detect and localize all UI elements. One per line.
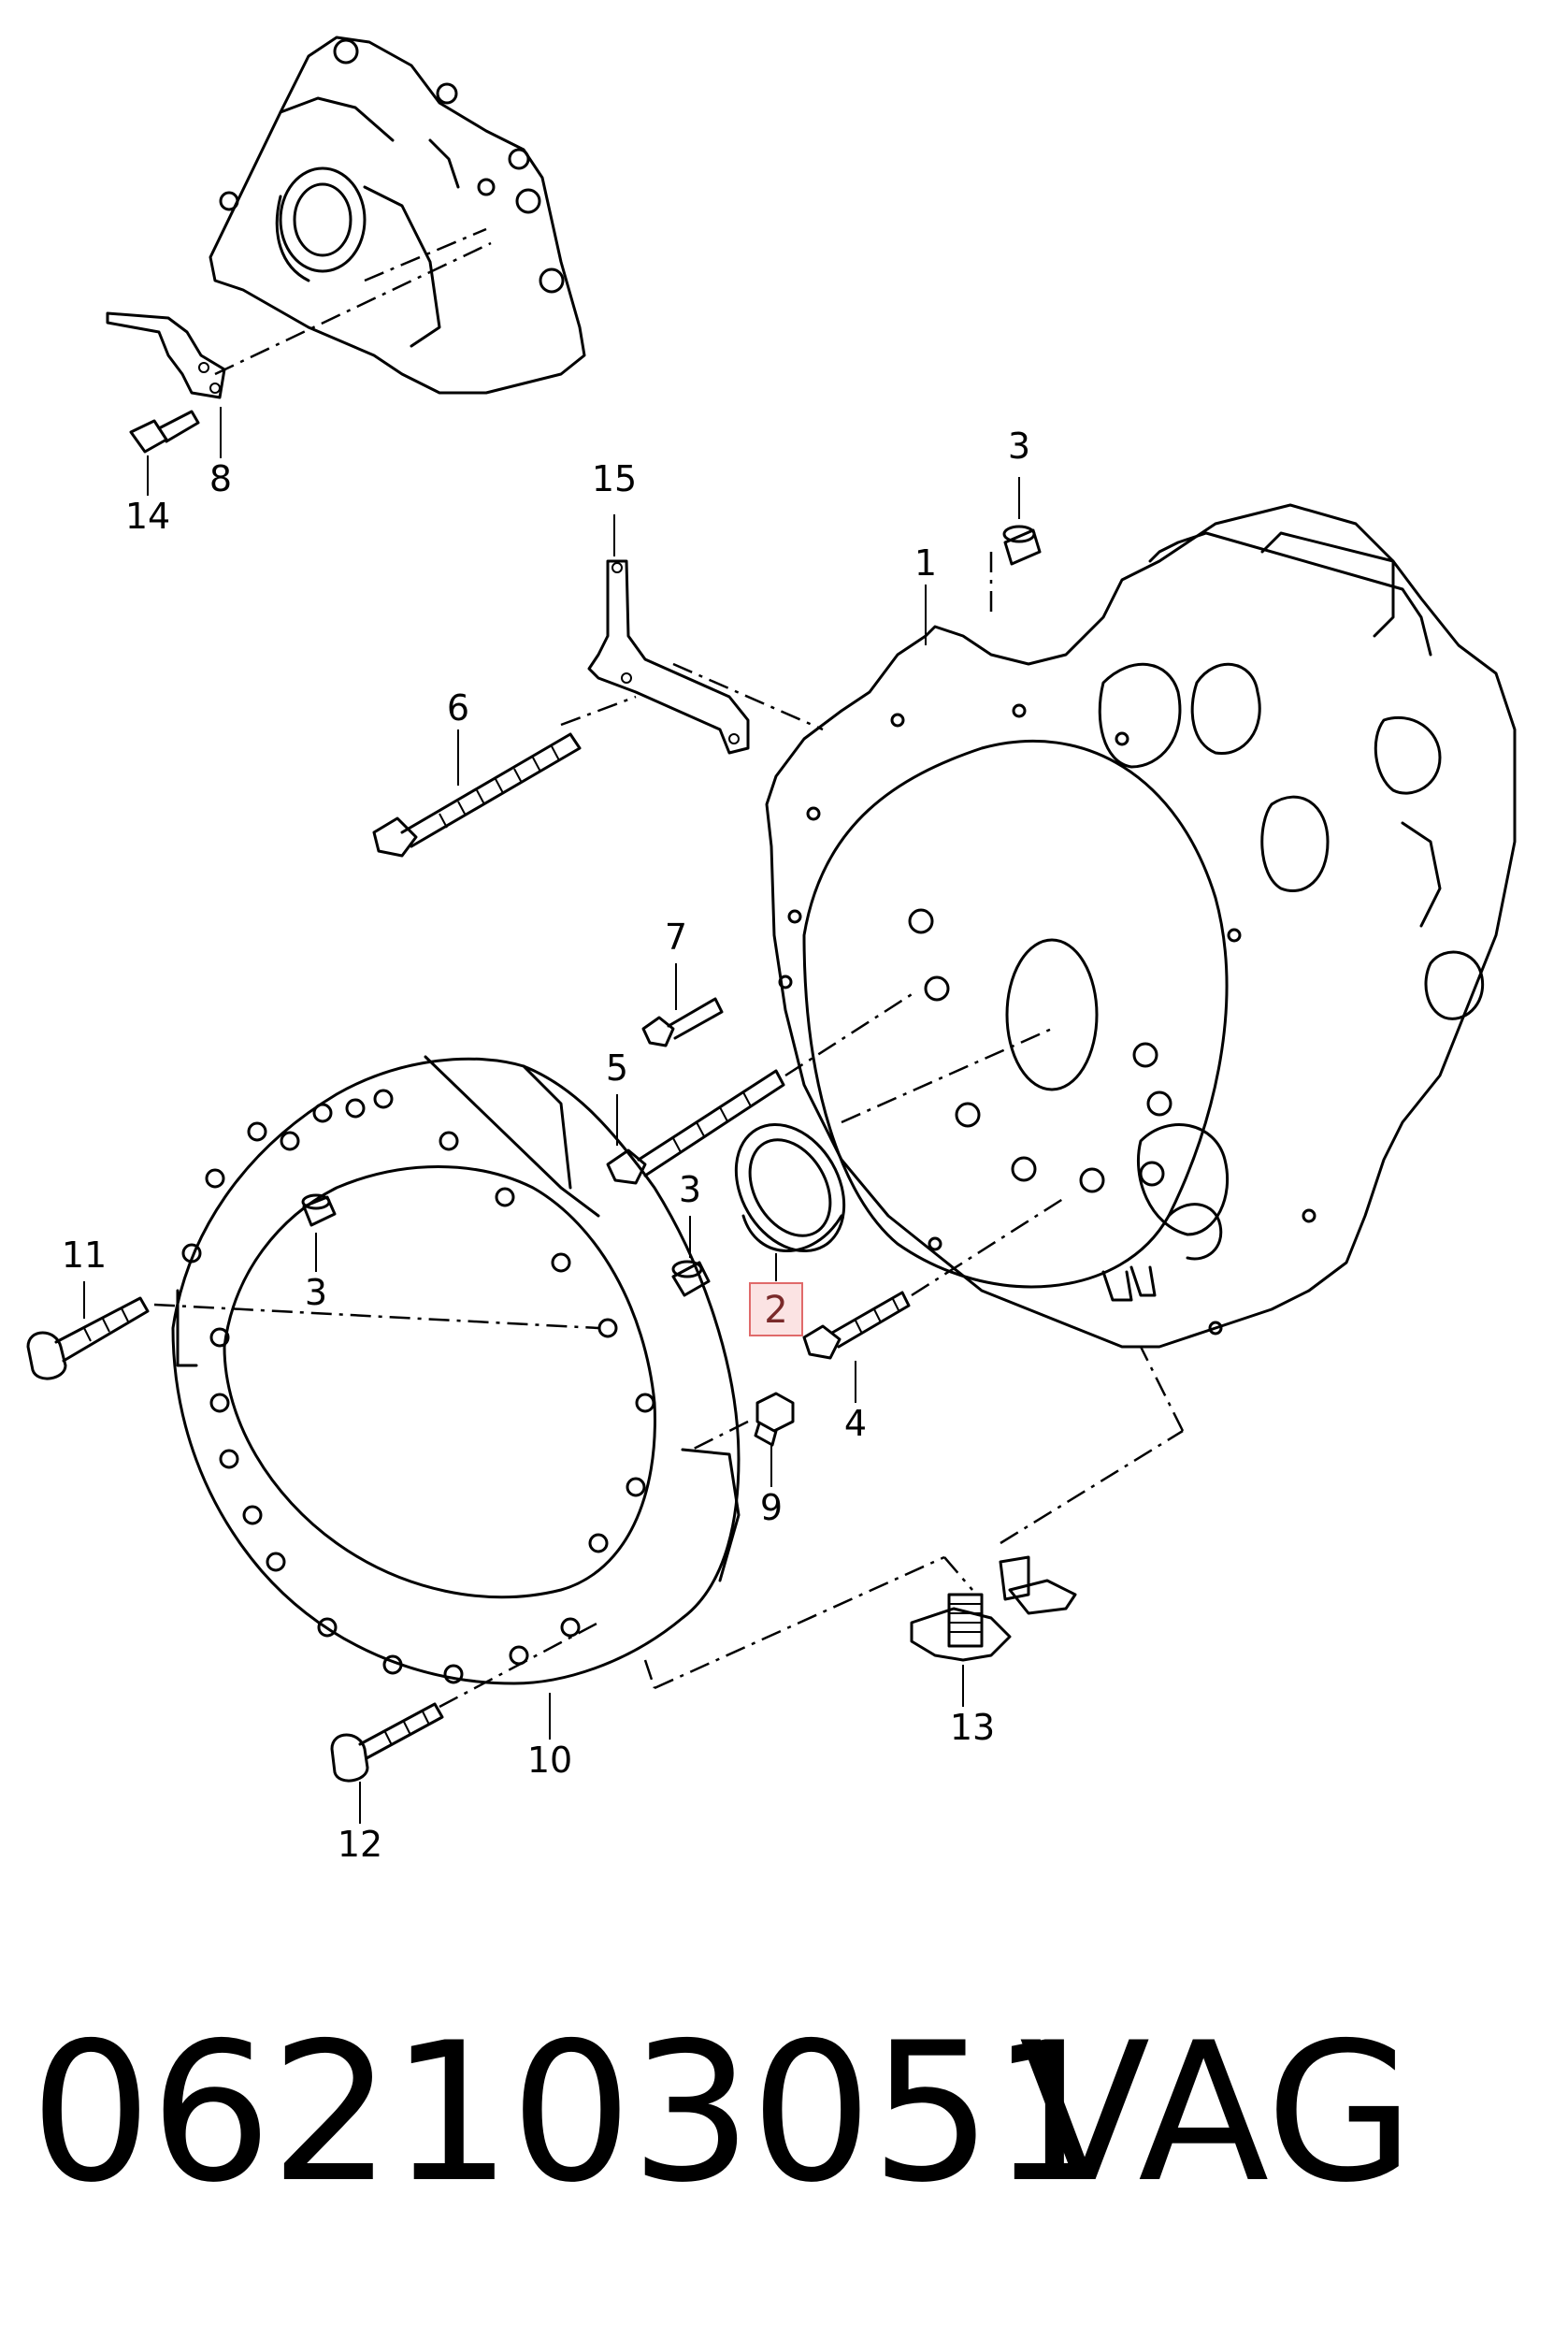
dowel-sleeve-part-3-ring xyxy=(301,1193,337,1227)
rear-cover-part xyxy=(209,36,586,395)
adapter-ring-part-10 xyxy=(171,1055,741,1685)
label-9: 9 xyxy=(760,1487,783,1528)
plug-part-9 xyxy=(754,1392,795,1447)
label-4: 4 xyxy=(844,1403,867,1444)
label-14: 14 xyxy=(125,496,170,537)
label-13: 13 xyxy=(950,1707,995,1748)
label-5: 5 xyxy=(606,1047,628,1089)
bolt-part-7 xyxy=(641,997,724,1047)
label-3-ring: 3 xyxy=(305,1272,327,1313)
brand-name: VAG xyxy=(1019,2002,1415,2225)
label-3-middle: 3 xyxy=(679,1169,701,1210)
label-12: 12 xyxy=(338,1824,382,1865)
bolt-part-14 xyxy=(129,410,200,454)
callout-labels: 1 2 3 3 3 4 5 6 7 8 9 10 11 12 13 14 15 xyxy=(62,426,1030,1865)
socket-screw-part-11 xyxy=(26,1296,150,1380)
label-6: 6 xyxy=(447,687,469,729)
label-15: 15 xyxy=(592,458,637,499)
bracket-part-15 xyxy=(587,559,750,755)
label-2-highlighted: 2 xyxy=(764,1289,787,1332)
label-7: 7 xyxy=(665,917,687,958)
transmission-housing-part xyxy=(765,503,1517,1349)
label-11: 11 xyxy=(62,1235,107,1276)
label-1: 1 xyxy=(914,542,937,584)
dowel-sleeve-part-3-middle xyxy=(671,1260,711,1297)
bolt-part-4 xyxy=(802,1291,911,1360)
label-3-top: 3 xyxy=(1008,426,1030,467)
oil-seal-part-2 xyxy=(734,1122,846,1253)
label-10: 10 xyxy=(527,1740,572,1781)
bracket-part-8 xyxy=(106,311,226,399)
highlight-box xyxy=(749,1282,803,1336)
dowel-sleeve-part-3-top xyxy=(1002,525,1042,566)
long-bolt-part-5 xyxy=(606,1069,785,1185)
long-bolt-part-6 xyxy=(372,732,582,858)
socket-screw-part-12 xyxy=(330,1702,444,1783)
label-8: 8 xyxy=(209,458,232,499)
part-number: 062103051 xyxy=(30,2002,1113,2225)
vent-part-13 xyxy=(910,1555,1077,1662)
